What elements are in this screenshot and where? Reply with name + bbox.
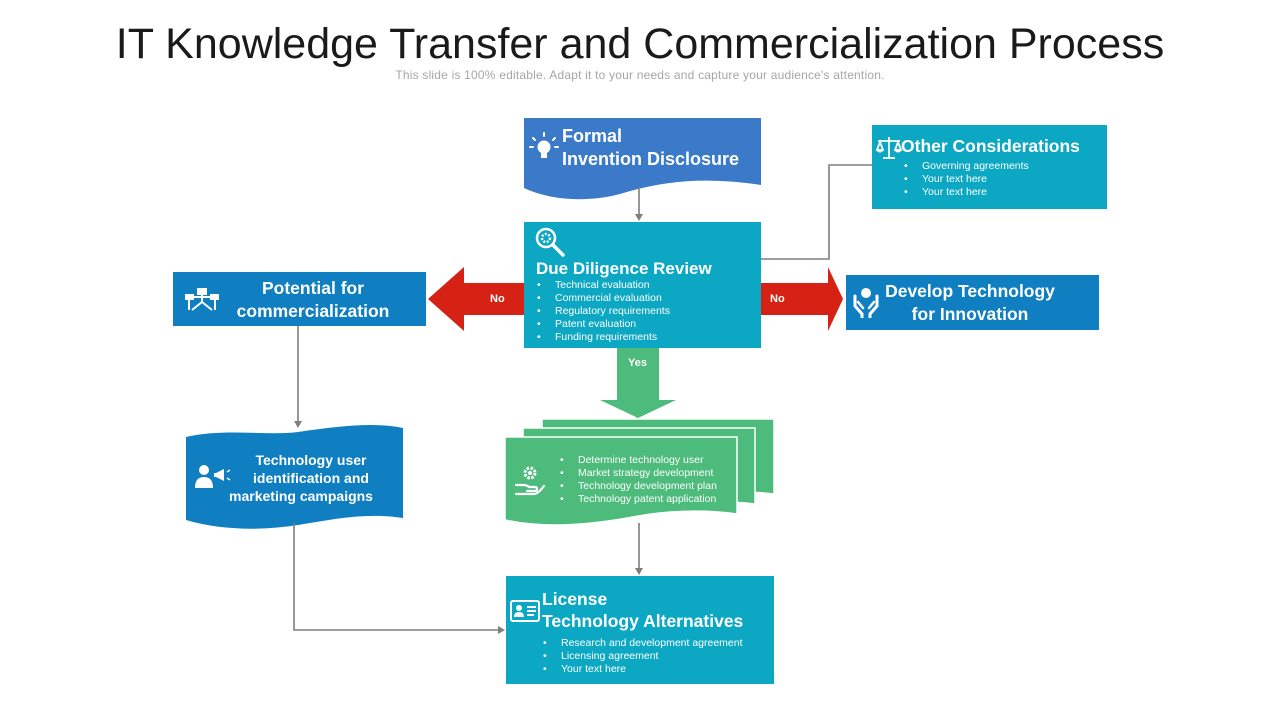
list-item: Research and development agreement: [543, 637, 743, 650]
connector-tech-user-to-license: [293, 523, 498, 631]
develop-title-line1: Develop Technology: [885, 281, 1055, 301]
disclosure-box-shape: [524, 118, 761, 200]
tech-user-box-shape: [186, 425, 403, 529]
list-item: Commercial evaluation: [537, 292, 670, 305]
connector-arrowhead: [294, 421, 302, 428]
connector-arrowhead: [635, 214, 643, 221]
slide-subtitle: This slide is 100% editable. Adapt it to…: [395, 68, 885, 82]
connector-arrowhead: [498, 626, 505, 634]
list-item: Technology patent application: [560, 493, 717, 506]
yes-arrow-down: [600, 348, 676, 418]
tech-user-line2: identification and: [253, 470, 369, 486]
network-icon: [185, 288, 219, 311]
connector-review-to-other: [761, 164, 872, 260]
hand-gear-icon: [514, 466, 546, 496]
potential-title-line1: Potential for: [261, 278, 365, 298]
list-item: Your text here: [543, 663, 743, 676]
balance-scale-icon: [875, 137, 903, 159]
disclosure-title-line2: Invention Disclosure: [562, 149, 740, 169]
due-diligence-list: Technical evaluation Commercial evaluati…: [537, 279, 670, 344]
tech-user-line1: Technology user: [255, 452, 367, 468]
list-item: Technical evaluation: [537, 279, 670, 292]
magnifier-gear-icon: [535, 227, 565, 257]
no-arrow-right: [761, 267, 843, 331]
tech-user-line3: marketing campaigns: [229, 488, 373, 504]
list-item: Funding requirements: [537, 331, 670, 344]
plan-list: Determine technology user Market strateg…: [560, 454, 717, 506]
potential-title-line2: commercialization: [236, 301, 390, 321]
due-diligence-title: Due Diligence Review: [536, 259, 712, 278]
no-arrow-left: [428, 267, 524, 331]
list-item: Licensing agreement: [543, 650, 743, 663]
list-item: Governing agreements: [904, 160, 1029, 173]
connector-arrowhead: [635, 568, 643, 575]
no-label-left: No: [490, 293, 505, 305]
list-item: Your text here: [904, 186, 1029, 199]
list-item: Technology development plan: [560, 480, 717, 493]
list-item: Your text here: [904, 173, 1029, 186]
disclosure-node: Formal Invention Disclosure: [524, 118, 761, 193]
user-megaphone-icon: [195, 465, 231, 488]
develop-title-line2: for Innovation: [911, 304, 1029, 324]
list-item: Market strategy development: [560, 467, 717, 480]
license-node: License Technology Alternatives Research…: [506, 576, 774, 684]
list-item: Regulatory requirements: [537, 305, 670, 318]
list-item: Determine technology user: [560, 454, 717, 467]
other-considerations-list: Governing agreements Your text here Your…: [904, 160, 1029, 199]
license-title-line1: License: [542, 589, 608, 609]
tech-user-node: Technology user identification and marke…: [186, 430, 403, 525]
no-label-right: No: [770, 293, 785, 305]
license-list: Research and development agreement Licen…: [543, 637, 743, 676]
list-item: Patent evaluation: [537, 318, 670, 331]
slide-title: IT Knowledge Transfer and Commercializat…: [115, 20, 1165, 68]
due-diligence-node: Due Diligence Review Technical evaluatio…: [524, 222, 761, 348]
hands-idea-icon: [853, 288, 879, 318]
license-title-line2: Technology Alternatives: [542, 611, 744, 631]
other-considerations-title: Other Considerations: [901, 136, 1080, 156]
potential-node: Potential for commercialization: [173, 272, 426, 326]
other-considerations-node: Other Considerations Governing agreement…: [872, 125, 1107, 209]
yes-label: Yes: [628, 357, 647, 369]
plan-node: Determine technology user Market strateg…: [505, 437, 737, 517]
develop-technology-node: Develop Technology for Innovation: [846, 275, 1099, 330]
lightbulb-icon: [529, 132, 559, 158]
id-card-icon: [510, 600, 540, 622]
disclosure-title-line1: Formal: [562, 126, 623, 146]
